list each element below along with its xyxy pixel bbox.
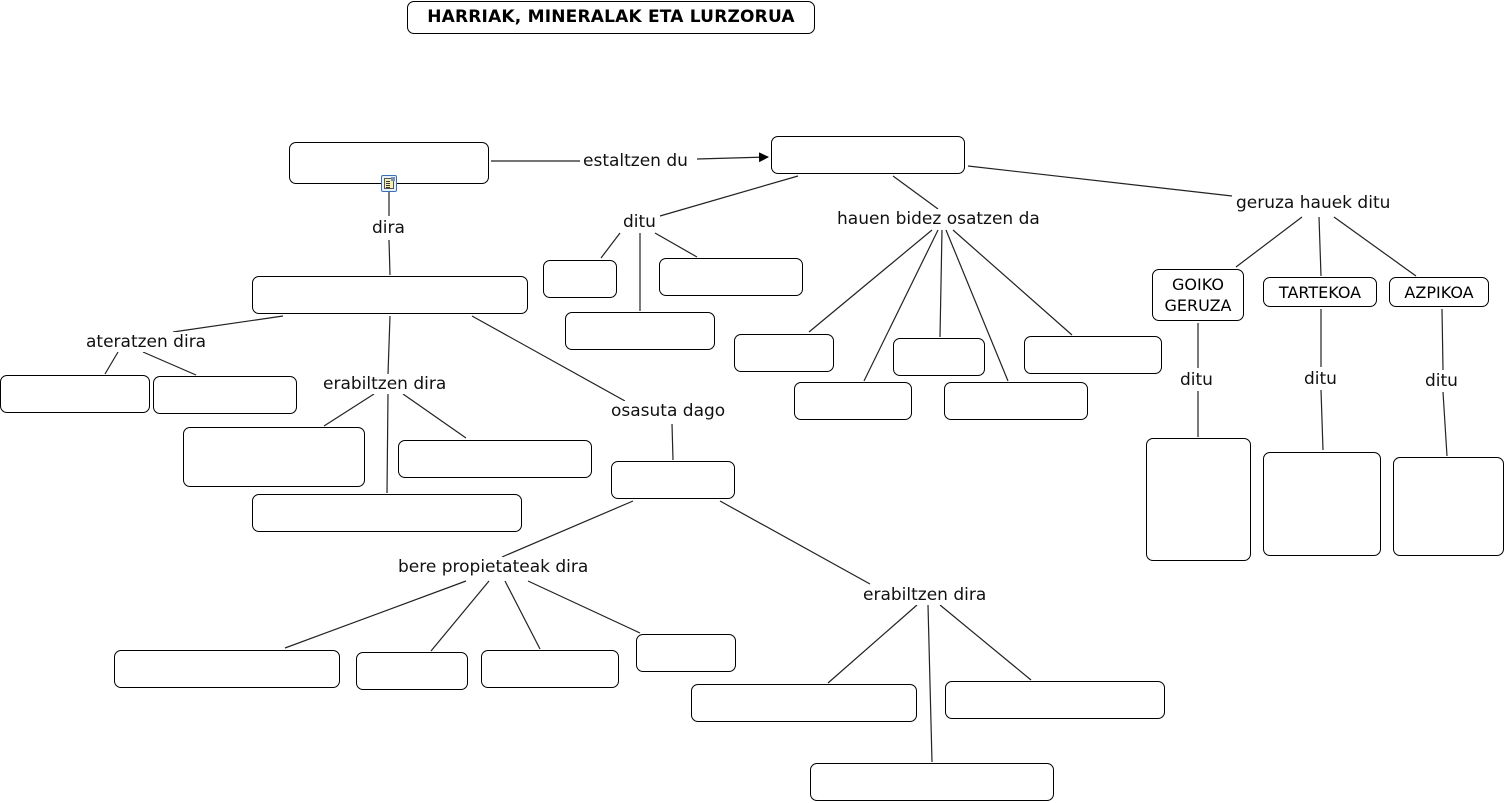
link-label-estaltzen-du: estaltzen du	[581, 151, 690, 171]
concept-node-property-4[interactable]	[636, 634, 736, 672]
layer-node-azpikoa[interactable]: AZPIKOA	[1389, 277, 1489, 307]
concept-node-formed-3[interactable]	[893, 338, 985, 376]
map-title: HARRIAK, MINERALAK ETA LURZORUA	[407, 1, 815, 34]
concept-node-has-1[interactable]	[543, 260, 617, 298]
layer-content-goiko[interactable]	[1146, 438, 1251, 561]
link-label-erabiltzen-dira-1: erabiltzen dira	[321, 374, 449, 394]
concept-node-extracted-1[interactable]	[0, 375, 150, 413]
link-label-ateratzen-dira: ateratzen dira	[84, 332, 209, 352]
concept-node-has-2[interactable]	[659, 258, 803, 296]
concept-node-second[interactable]	[252, 276, 528, 314]
note-attachment-icon[interactable]	[381, 175, 397, 192]
concept-node-usage-1[interactable]	[691, 684, 917, 722]
link-label-dira: dira	[370, 218, 407, 238]
concept-node-used-3[interactable]	[252, 494, 522, 532]
concept-node-property-3[interactable]	[481, 650, 619, 688]
concept-node-property-2[interactable]	[356, 652, 468, 690]
concept-node-formed-4[interactable]	[944, 382, 1088, 420]
concept-node-used-1[interactable]	[183, 427, 365, 487]
concept-node-usage-2[interactable]	[945, 681, 1165, 719]
link-label-hauen-bidez-osatzen-da: hauen bidez osatzen da	[835, 209, 1042, 229]
link-label-bere-propietateak-dira: bere propietateak dira	[396, 557, 591, 577]
link-label-osasuta-dago: osasuta dago	[609, 401, 728, 421]
link-label-erabiltzen-dira-2: erabiltzen dira	[861, 585, 989, 605]
link-label-ditu-azpikoa: ditu	[1423, 371, 1460, 391]
concept-node-formed-2[interactable]	[794, 382, 912, 420]
link-label-ditu-tartekoa: ditu	[1302, 369, 1339, 389]
link-label-ditu-goiko: ditu	[1178, 370, 1215, 390]
concept-node-top-right[interactable]	[771, 136, 965, 174]
layer-node-tartekoa[interactable]: TARTEKOA	[1263, 277, 1377, 307]
concept-node-has-3[interactable]	[565, 312, 715, 350]
concept-node-property-1[interactable]	[114, 650, 340, 688]
concept-node-used-2[interactable]	[398, 440, 592, 478]
concept-node-usage-3[interactable]	[810, 763, 1054, 801]
layer-content-azpikoa[interactable]	[1393, 457, 1504, 556]
concept-node-formed-1[interactable]	[734, 334, 834, 372]
link-label-ditu: ditu	[621, 212, 658, 232]
layer-content-tartekoa[interactable]	[1263, 452, 1381, 556]
concept-node-formed-5[interactable]	[1024, 336, 1162, 374]
layer-node-goiko-geruza[interactable]: GOIKO GERUZA	[1152, 269, 1244, 321]
concept-node-composed[interactable]	[611, 461, 735, 499]
concept-node-extracted-2[interactable]	[153, 376, 297, 414]
link-label-geruza-hauek-ditu: geruza hauek ditu	[1234, 193, 1393, 213]
